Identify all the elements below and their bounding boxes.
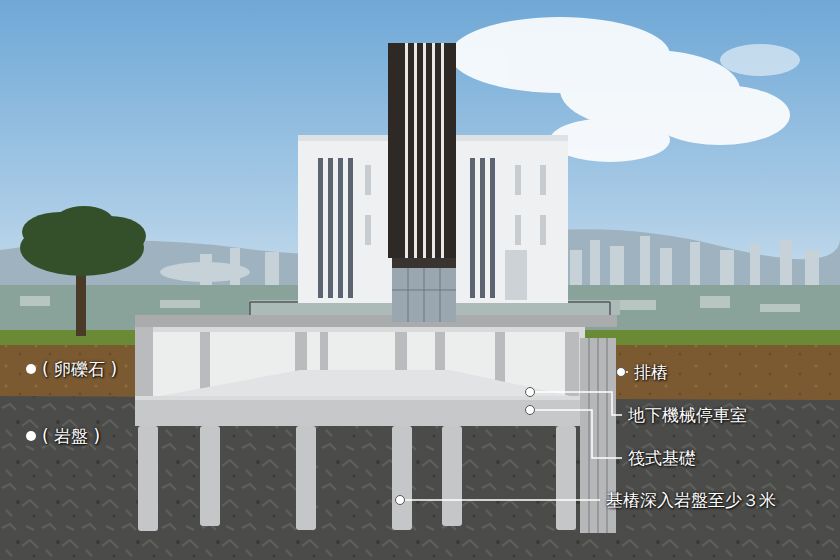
rock-layer-label: ( 岩盤 ) [42,426,100,446]
callout-label: 筏式基礎 [628,448,696,468]
callout-label: 排樁 [634,362,668,382]
callout-label: 基樁深入岩盤至少３米 [606,490,776,510]
soil-layer-label: ( 卵礫石 ) [42,359,117,379]
callout-label: 地下機械停車室 [628,405,747,425]
